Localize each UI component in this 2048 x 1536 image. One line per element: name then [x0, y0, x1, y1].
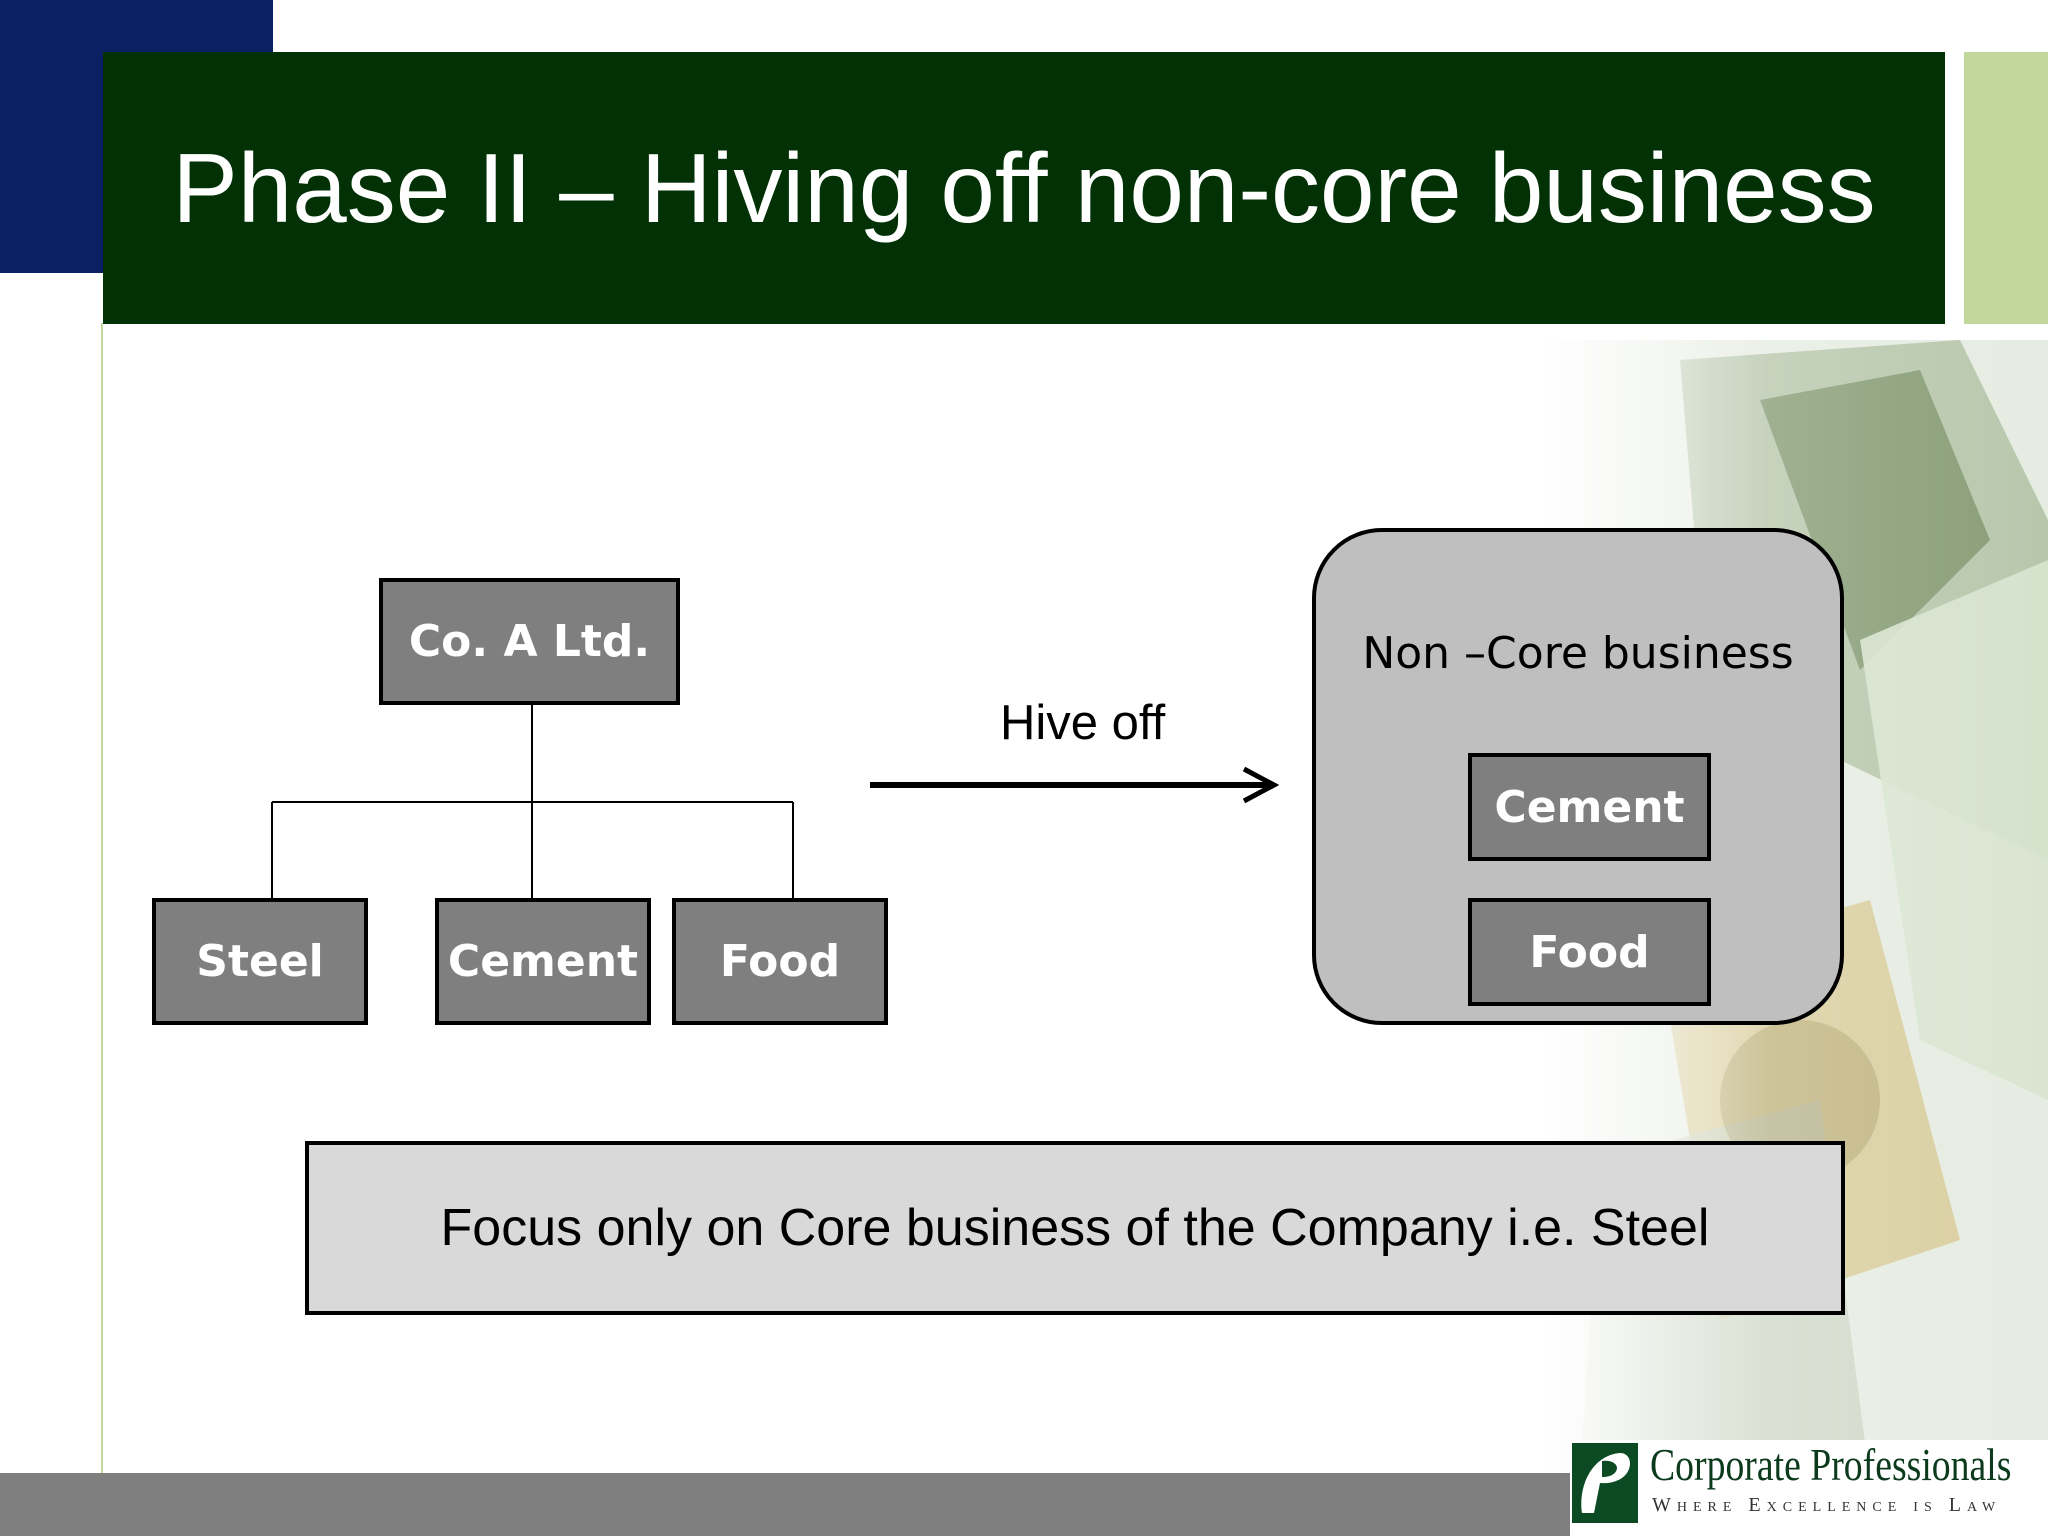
non-core-node-food: Food [1468, 898, 1711, 1006]
node-food: Food [672, 898, 888, 1025]
node-steel: Steel [152, 898, 368, 1025]
non-core-business-label: Non –Core business [1362, 628, 1794, 679]
slide-title: Phase II – Hiving off non-core business [172, 132, 1876, 243]
footer-logo-area [1570, 1440, 2048, 1536]
node-co-a-ltd: Co. A Ltd. [379, 578, 680, 705]
logo-tagline: Where Excellence is Law [1652, 1494, 2002, 1516]
left-rule-line [101, 323, 103, 1473]
node-cement: Cement [435, 898, 651, 1025]
focus-note-text: Focus only on Core business of the Compa… [440, 1199, 1710, 1257]
corner-accent-green [1964, 52, 2048, 324]
logo-company-name: Corporate Professionals [1650, 1439, 2012, 1490]
footer-bar [0, 1473, 1570, 1536]
title-band: Phase II – Hiving off non-core business [103, 52, 1945, 324]
focus-note-box: Focus only on Core business of the Compa… [305, 1141, 1845, 1315]
hive-off-arrow-head [1242, 766, 1280, 804]
non-core-node-cement: Cement [1468, 753, 1711, 861]
cp-logo-icon [1572, 1443, 1638, 1523]
hive-off-label: Hive off [1000, 696, 1166, 750]
